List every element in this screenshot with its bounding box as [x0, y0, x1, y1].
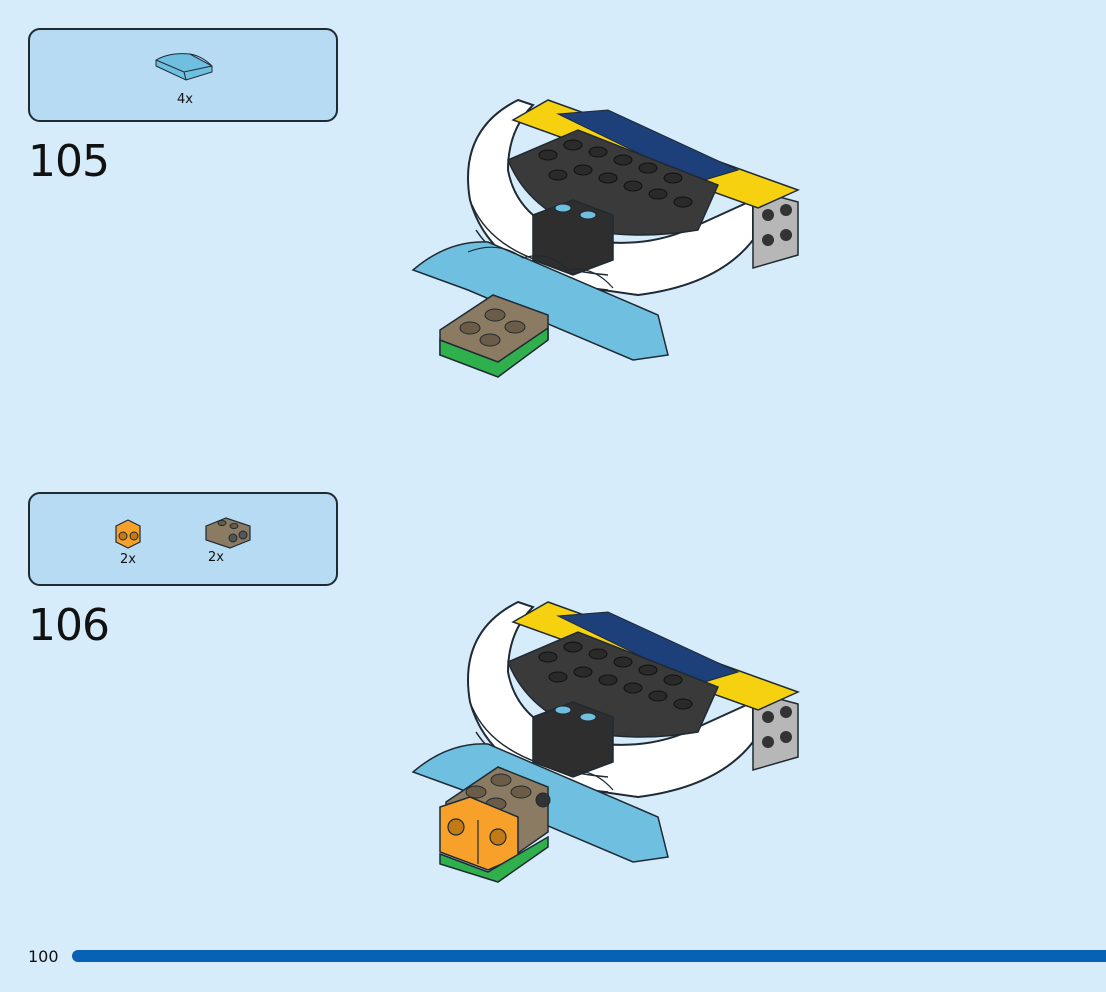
page-number: 100 — [28, 947, 59, 966]
step-number: 105 — [28, 136, 110, 187]
step-number: 106 — [28, 600, 110, 651]
dark-tan-brick-icon — [205, 517, 251, 549]
build-illustration-step-106 — [411, 600, 800, 883]
part-brick-dark-tan: 2x — [200, 514, 256, 570]
part-qty: 2x — [120, 552, 136, 567]
orange-brick-icon — [115, 519, 141, 549]
parts-callout-step-106: 2x 2x — [28, 492, 338, 586]
part-brick-orange: 2x — [110, 516, 146, 572]
part-qty: 4x — [177, 92, 193, 107]
parts-callout-step-105: 4x — [28, 28, 338, 122]
part-qty: 2x — [208, 550, 224, 565]
curved-slope-icon — [155, 53, 213, 81]
progress-bar — [72, 950, 1106, 962]
build-illustration-step-105 — [411, 98, 800, 378]
part-curved-slope: 4x — [150, 50, 220, 107]
